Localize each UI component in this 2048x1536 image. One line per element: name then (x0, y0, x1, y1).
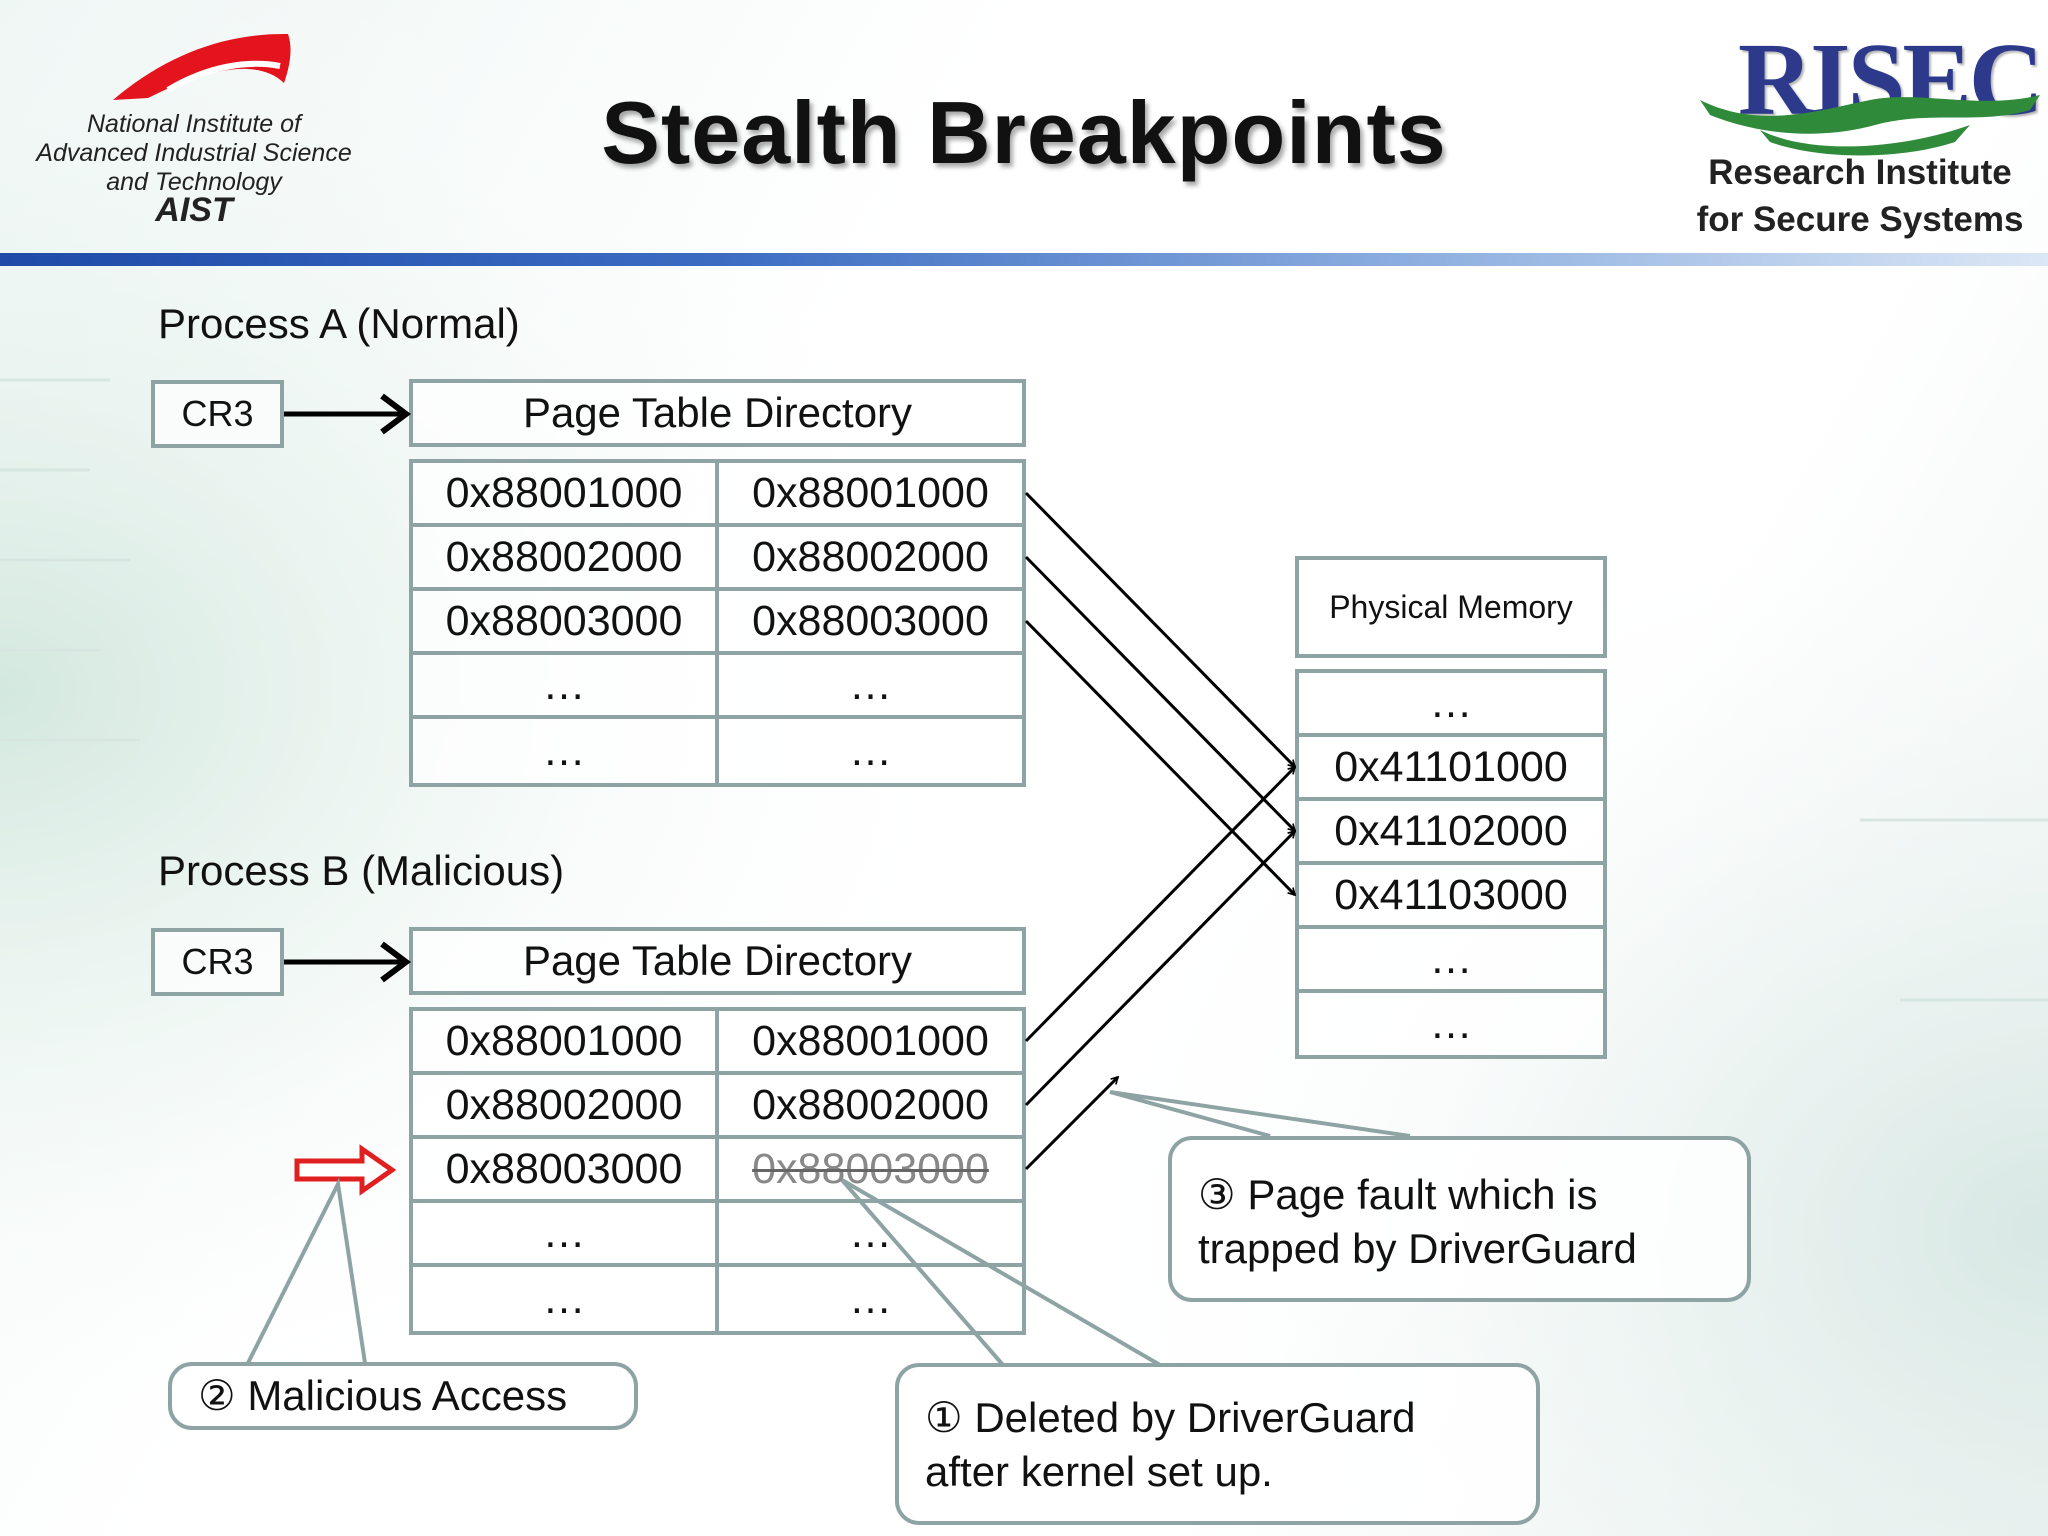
risec-subtitle-line1: Research Institute (1708, 153, 2012, 192)
aist-abbr: AIST (155, 191, 233, 229)
process-a-cell: 0x88003000 (409, 587, 719, 655)
callout-page-fault: ③ Page fault which is trapped by DriverG… (1168, 1136, 1751, 1302)
cr3-pointer-arrows (284, 393, 411, 983)
process-a-label: Process A (Normal) (158, 300, 520, 347)
callout-pagefault-line2: trapped by DriverGuard (1198, 1225, 1637, 1272)
header-divider-bar (0, 253, 2048, 266)
process-a-directory-header: Page Table Directory (409, 379, 1026, 447)
physical-memory-cell: 0x41102000 (1295, 797, 1607, 865)
process-b-cr3-box: CR3 (151, 928, 284, 996)
page-title: Stealth Breakpoints (601, 83, 1447, 182)
process-a-cell: … (409, 651, 719, 719)
process-a-cell: 0x88002000 (715, 523, 1026, 591)
risec-subtitle-line2: for Secure Systems (1696, 200, 2024, 239)
process-b-label: Process B (Malicious) (158, 847, 565, 894)
callout-pagefault-line1: ③ Page fault which is (1198, 1171, 1598, 1218)
callout-deleted-by-driverguard: ① Deleted by DriverGuard after kernel se… (895, 1363, 1540, 1525)
physical-memory-header: Physical Memory (1295, 556, 1607, 658)
physical-memory-cell: 0x41101000 (1295, 733, 1607, 801)
process-b-cell: … (715, 1263, 1026, 1335)
callout-malicious-access: ② Malicious Access (168, 1362, 638, 1430)
callout-deleted-line1: ① Deleted by DriverGuard (925, 1394, 1416, 1441)
process-b-cell: 0x88002000 (715, 1071, 1026, 1139)
physical-memory-cell: … (1295, 989, 1607, 1059)
physical-memory-cell: 0x41103000 (1295, 861, 1607, 929)
process-a-cr3-box: CR3 (151, 380, 284, 448)
process-a-cell: 0x88002000 (409, 523, 719, 591)
aist-name-line3: and Technology (106, 168, 282, 196)
callout-tails (246, 1090, 1411, 1367)
process-a-cell: … (715, 715, 1026, 787)
process-a-cell: … (409, 715, 719, 787)
callout-deleted-line2: after kernel set up. (925, 1448, 1273, 1495)
process-b-mapping-arrows (1024, 767, 1295, 1171)
process-b-cell: 0x88001000 (409, 1007, 719, 1075)
process-a-mapping-arrows (1024, 491, 1295, 895)
aist-name-line2: Advanced Industrial Science (36, 139, 352, 167)
malicious-access-red-arrow (294, 1144, 397, 1196)
deleted-entry-text: 0x88003000 (752, 1144, 989, 1193)
process-b-directory-header: Page Table Directory (409, 927, 1026, 995)
risec-wave-logo (1700, 95, 2040, 156)
aist-swoosh-logo (113, 33, 291, 100)
aist-name-line1: National Institute of (86, 110, 301, 138)
